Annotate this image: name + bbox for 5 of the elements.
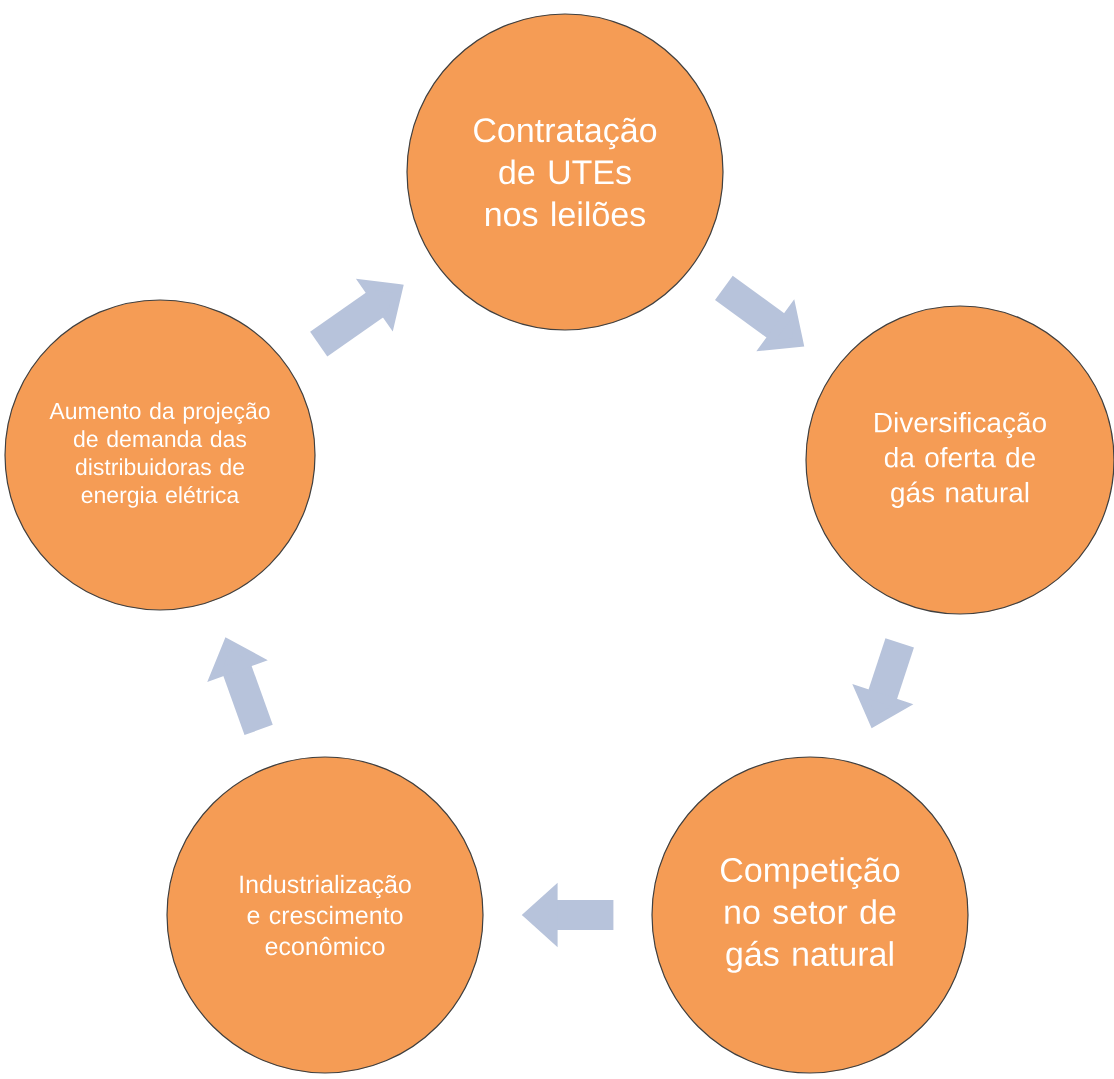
circle-node: Contratação de UTEs nos leilões <box>406 13 724 331</box>
circle-node: Diversificação da oferta de gás natural <box>805 305 1114 615</box>
circle-node: Industrialização e crescimento econômico <box>166 756 484 1074</box>
circle-node: Aumento da projeção de demanda das distribuidoras de energia elétrica <box>4 299 316 611</box>
circle-node: Competição no setor de gás natural <box>651 756 969 1074</box>
